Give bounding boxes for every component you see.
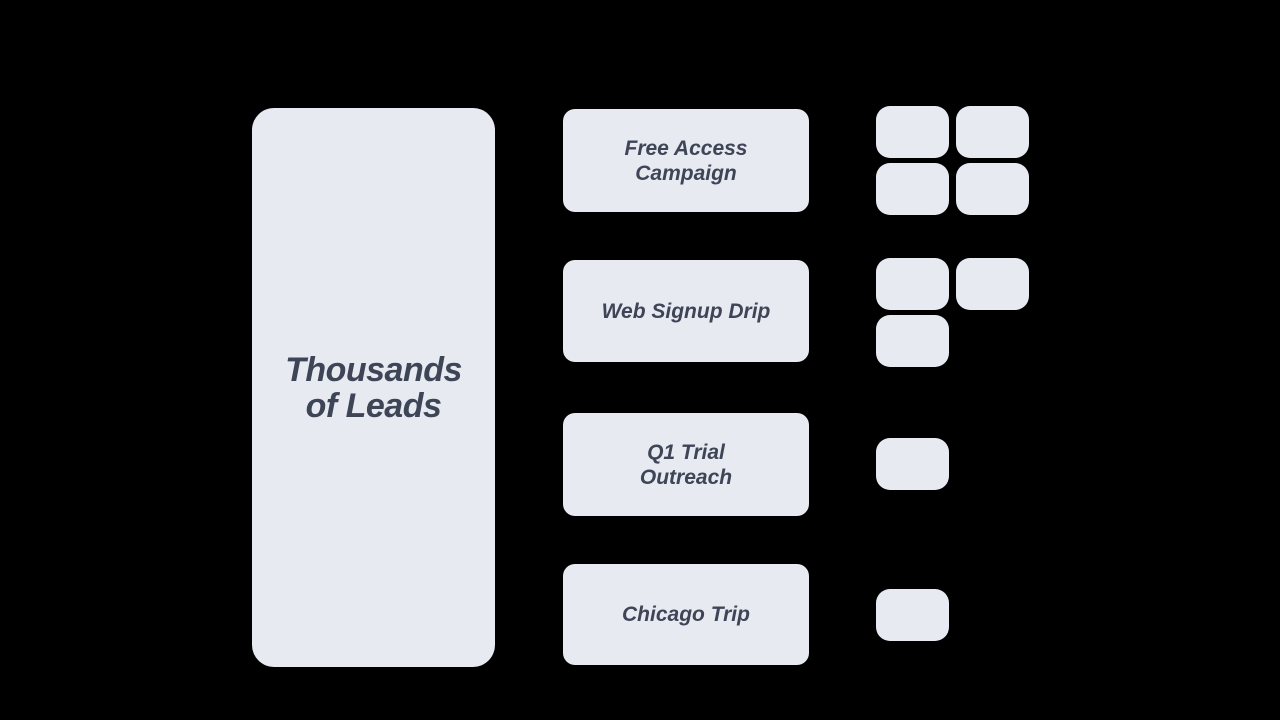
campaign-label-line: Chicago Trip	[622, 603, 750, 626]
lead-chip	[876, 438, 949, 490]
campaign-label-line: Free Access	[624, 136, 748, 160]
lead-chip-group-free-access-campaign	[876, 106, 1029, 215]
campaign-box-q1-trial-outreach: Q1 Trial Outreach	[563, 413, 809, 516]
campaign-box-chicago-trip: Chicago Trip	[563, 564, 809, 665]
lead-chip-group-chicago-trip	[876, 589, 1029, 641]
lead-chip	[956, 163, 1029, 215]
lead-chip	[876, 315, 949, 367]
campaign-label-line: Campaign	[635, 161, 737, 185]
campaign-label-line: Q1 Trial	[647, 440, 725, 464]
lead-chip	[876, 106, 949, 158]
campaign-label-line: Outreach	[639, 465, 733, 489]
lead-chip	[876, 589, 949, 641]
campaign-label-line: Web Signup Drip	[601, 299, 771, 323]
campaign-box-free-access-campaign: Free Access Campaign	[563, 109, 809, 212]
lead-chip	[956, 258, 1029, 310]
lead-chip	[876, 163, 949, 215]
leads-pool-label-line-1: Thousands	[285, 350, 462, 389]
lead-chip-group-web-signup-drip	[876, 258, 1029, 367]
lead-chip	[956, 106, 1029, 158]
campaign-box-web-signup-drip: Web Signup Drip	[563, 260, 809, 362]
leads-pool-box: Thousands of Leads	[252, 108, 495, 667]
lead-chip-group-q1-trial-outreach	[876, 438, 1029, 490]
leads-pool-label-line-2: of Leads	[305, 386, 442, 425]
lead-chip	[876, 258, 949, 310]
